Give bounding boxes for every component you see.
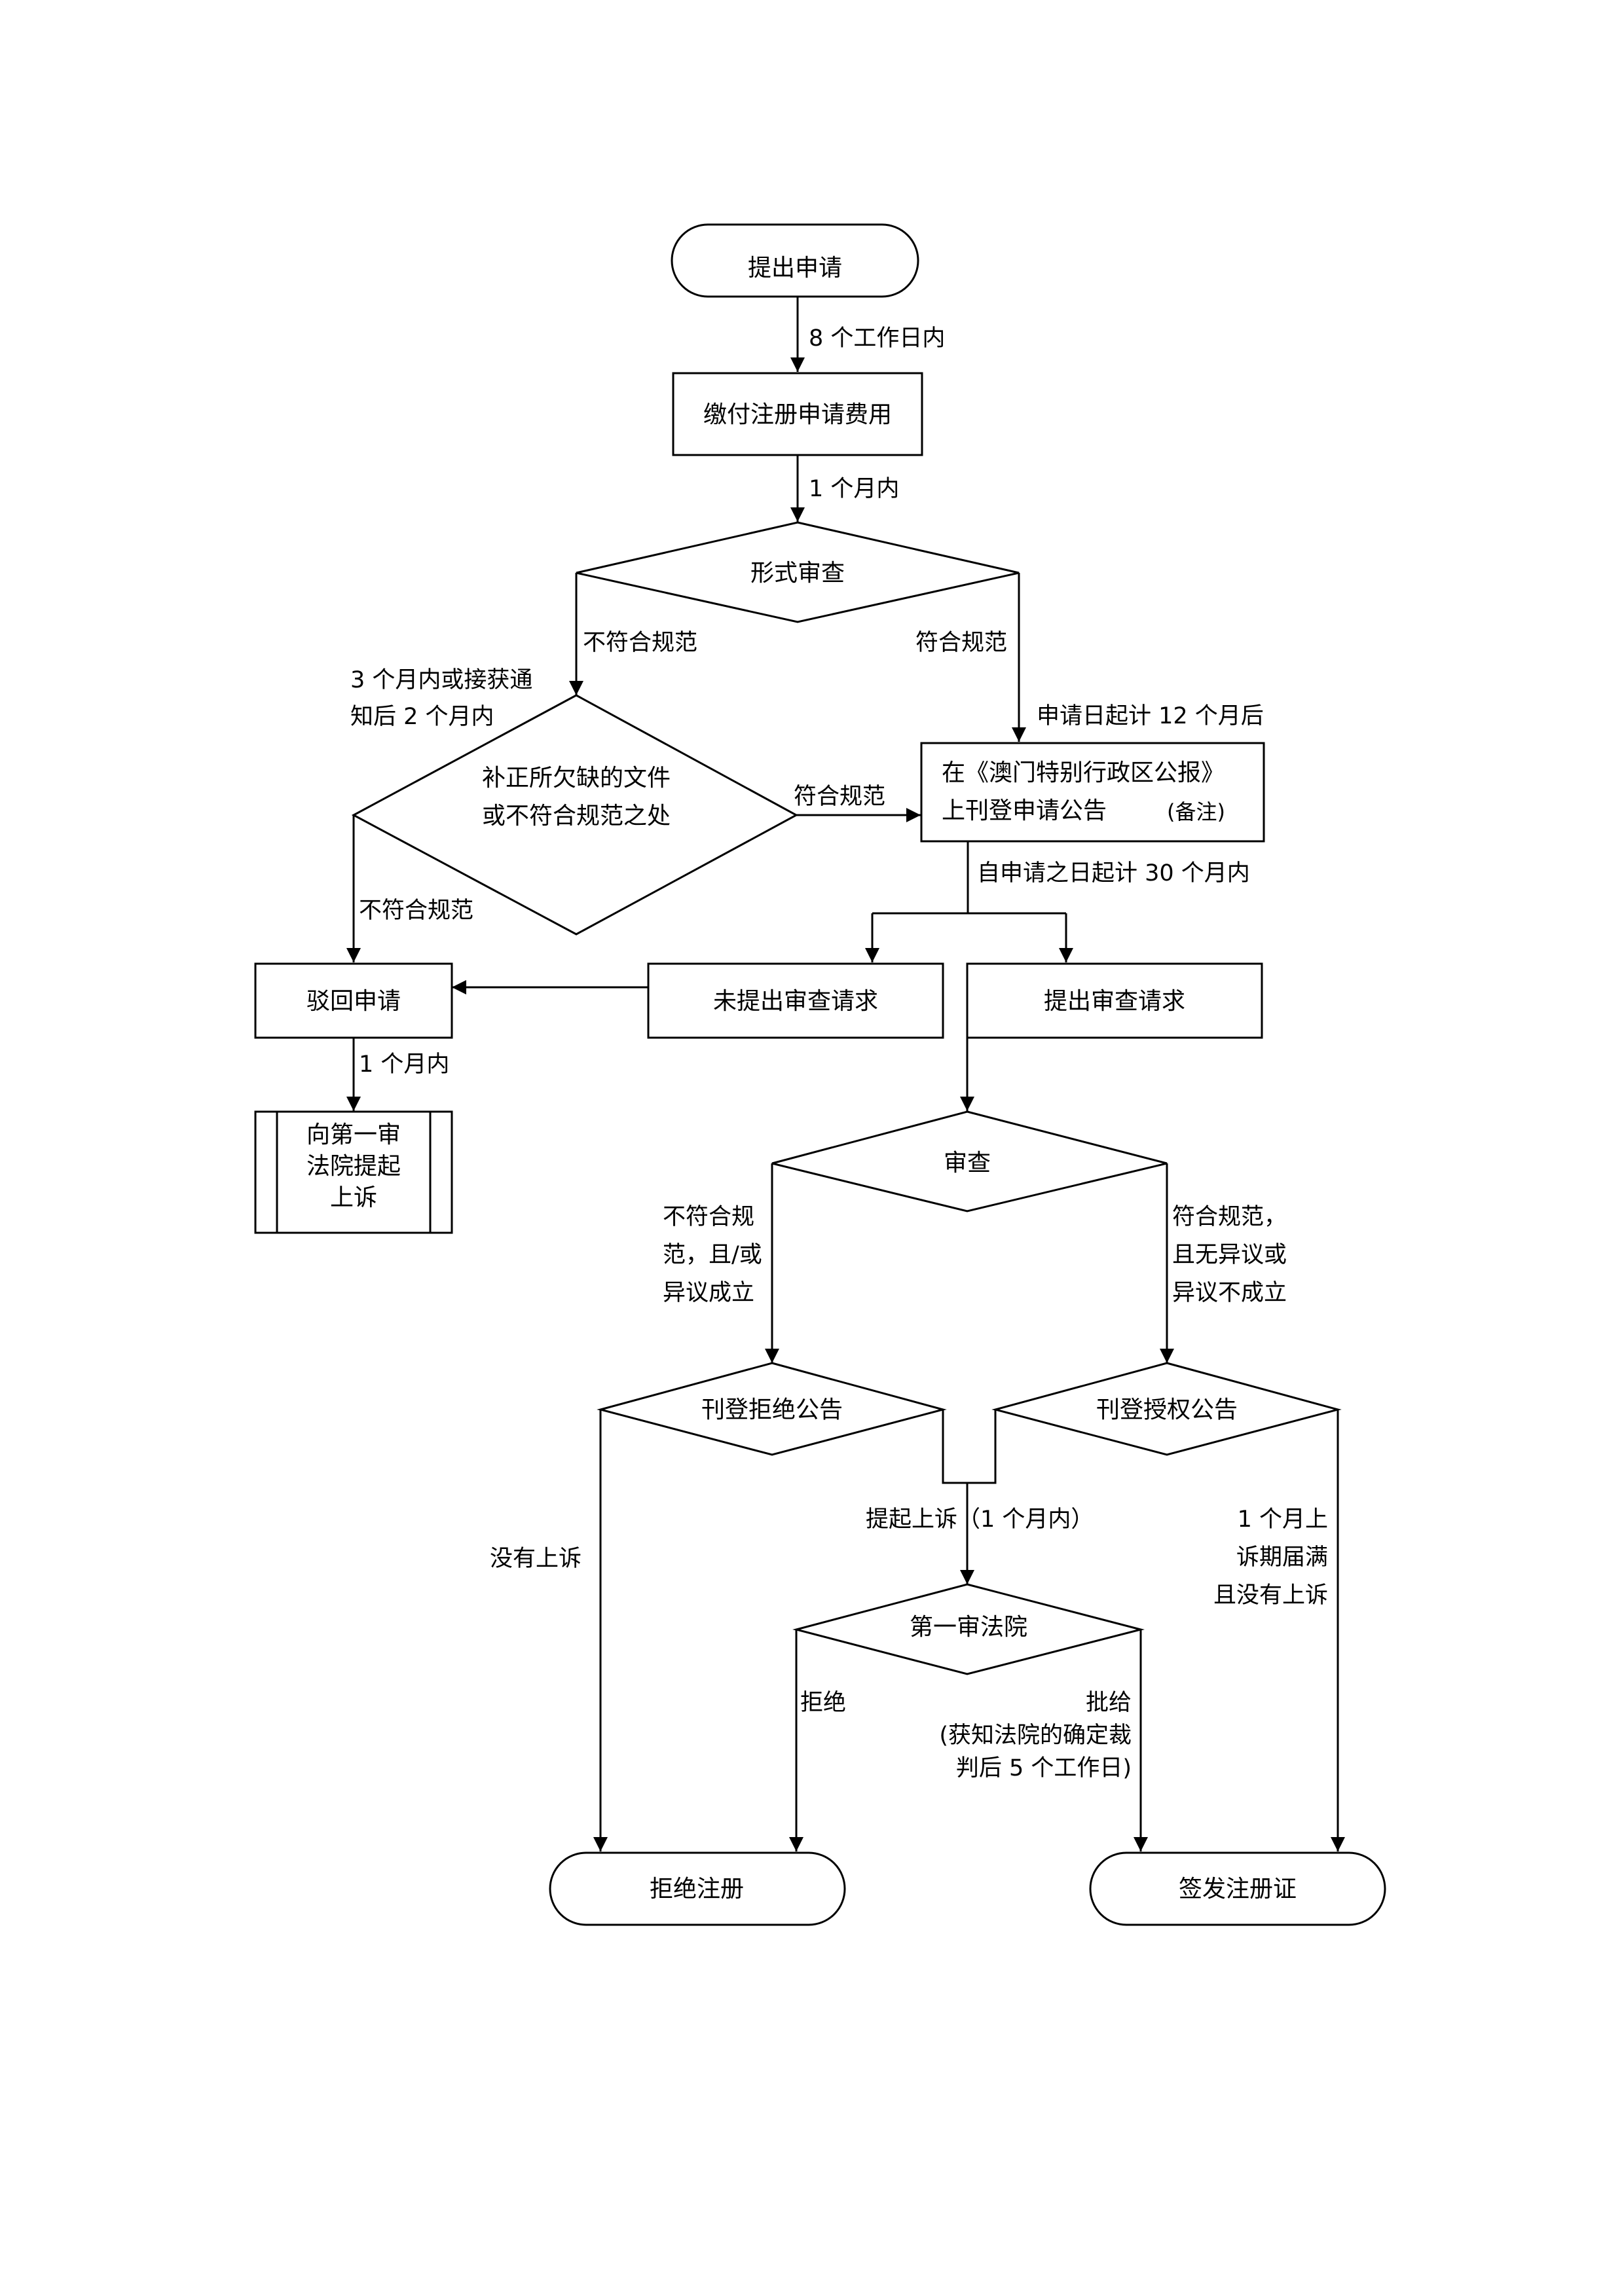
text-line: 判后 5 个工作日) (956, 1755, 1132, 1781)
text-line: 形式审查 (750, 560, 845, 587)
text-line: 且无异议或 (1172, 1242, 1287, 1268)
subprocess-appeal-court (254, 1110, 453, 1234)
label-publish-grant: 刊登授权公告 (1096, 1396, 1238, 1423)
terminal-issue-certificate (1089, 1851, 1386, 1926)
connector-appeal-merge (942, 1410, 997, 1484)
label-reject-application: 驳回申请 (306, 988, 401, 1015)
text-line: 知后 2 个月内 (350, 704, 494, 730)
text-line: 1 个月上 (1238, 1506, 1328, 1533)
text-line: 批给 (1086, 1690, 1132, 1716)
text-line: 拒绝注册 (650, 1876, 744, 1903)
edge-label-8-days: 8 个工作日内 (809, 325, 945, 352)
edge-label-refused: 拒绝 (800, 1690, 846, 1716)
terminal-refuse-registration (549, 1851, 846, 1926)
label-issue-certificate: 签发注册证 (1179, 1876, 1297, 1903)
text-line: 在《澳门特别行政区公报》 (942, 759, 1225, 786)
edge-label-appeal: 提起上诉（1 个月内） (866, 1506, 1094, 1533)
label-formal-exam: 形式审查 (750, 560, 845, 587)
edge-label-30-months: 自申请之日起计 30 个月内 (977, 860, 1250, 886)
text-line: 诉期届满 (1236, 1544, 1328, 1571)
edge-label-noncompliant-a: 不符合规范 (583, 630, 697, 656)
text-line: 8 个工作日内 (809, 325, 945, 352)
terminal-start (671, 223, 919, 298)
edge-label-expired: 1 个月上诉期届满且没有上诉 (1213, 1506, 1328, 1609)
text-line: 提起上诉（1 个月内） (866, 1506, 1094, 1533)
text-line: 提出审查请求 (1044, 988, 1185, 1015)
decision-exam (771, 1110, 1168, 1212)
label-correct: 补正所欠缺的文件或不符合规范之处 (482, 765, 671, 829)
process-publish-application (920, 742, 1265, 843)
edge-label-12-months: 申请日起计 12 个月后 (1037, 703, 1264, 729)
text-line: 拒绝 (800, 1690, 846, 1716)
text-line: 不符合规范 (359, 898, 473, 924)
label-publish-reject: 刊登拒绝公告 (701, 1396, 843, 1423)
text-line: 未提出审查请求 (713, 988, 878, 1015)
edge-label-1-month-b: 1 个月内 (359, 1051, 449, 1078)
edge-label-granted: 批给 (获知法院的确定裁判后 5 个工作日) (939, 1690, 1132, 1781)
label-no-request: 未提出审查请求 (713, 988, 878, 1015)
text-line: 或不符合规范之处 (482, 803, 671, 829)
decision-first-court (792, 1583, 1145, 1675)
process-pay-fee (672, 372, 923, 456)
text-line: 不符合规范 (583, 630, 697, 656)
text-line: 签发注册证 (1179, 1876, 1297, 1903)
label-publish-application: 在《澳门特别行政区公报》上刊登申请公告 (942, 759, 1225, 824)
text-line: 不符合规 (663, 1204, 754, 1230)
text-line: (获知法院的确定裁 (939, 1722, 1132, 1749)
text-line: 上诉 (330, 1184, 377, 1211)
text-line: 申请日起计 12 个月后 (1037, 703, 1264, 729)
shapes (254, 223, 1386, 1926)
text-line: 缴付注册申请费用 (703, 401, 892, 428)
text-line: 刊登拒绝公告 (701, 1396, 843, 1423)
text-line: 符合规范 (915, 630, 1007, 656)
text-line: 符合规范 (794, 784, 885, 810)
text-line: 1 个月内 (809, 476, 899, 502)
text-line: 范，且/或 (663, 1242, 762, 1268)
label-pay-fee: 缴付注册申请费用 (703, 401, 892, 428)
edge-label-compliant-a: 符合规范 (915, 630, 1007, 656)
text-line: 3 个月内或接获通 (350, 667, 532, 693)
text-line: 自申请之日起计 30 个月内 (977, 860, 1250, 886)
text-line: 异议不成立 (1172, 1280, 1287, 1306)
text-line: 1 个月内 (359, 1051, 449, 1078)
label-exam: 审查 (944, 1150, 991, 1176)
edge-labels: 8 个工作日内 1 个月内 不符合规范 符合规范 3 个月内或接获通知后 2 个… (350, 325, 1328, 1781)
edge-label-exam-pass: 符合规范， 且无异议或异议不成立 (1172, 1204, 1287, 1306)
text-line: 且没有上诉 (1213, 1582, 1328, 1609)
text-line: 刊登授权公告 (1096, 1396, 1238, 1423)
connectors (346, 297, 1345, 1851)
text-line: 符合规范， (1172, 1204, 1287, 1230)
process-no-request (647, 962, 944, 1039)
edge-label-1-month-a: 1 个月内 (809, 476, 899, 502)
text-line: 第一审法院 (910, 1614, 1027, 1641)
text-line: 上刊登申请公告 (942, 797, 1107, 824)
decision-correct (351, 694, 799, 936)
process-reject-application (254, 962, 453, 1039)
text-line: 法院提起 (306, 1153, 401, 1180)
label-refuse-registration: 拒绝注册 (650, 1876, 744, 1903)
text-line: 驳回申请 (306, 988, 401, 1015)
label-request: 提出审查请求 (1044, 988, 1185, 1015)
text-line: 没有上诉 (490, 1546, 581, 1572)
node-labels: 提出申请 缴付注册申请费用 形式审查 补正所欠缺的文件或不符合规范之处 在《澳门… (306, 255, 1297, 1903)
edge-label-noncompliant-b: 不符合规范 (359, 898, 473, 924)
text-line: 向第一审 (306, 1121, 401, 1148)
decision-publish-grant (991, 1362, 1342, 1456)
edge-label-3-months: 3 个月内或接获通知后 2 个月内 (350, 667, 532, 730)
text-line: 审查 (944, 1150, 991, 1176)
label-publish-note: (备注) (1167, 799, 1225, 824)
decision-formal-exam (576, 521, 1020, 623)
edge-label-compliant-b: 符合规范 (794, 784, 885, 810)
text-line: 异议成立 (663, 1280, 754, 1306)
edge-label-exam-fail: 不符合规范，且/或异议成立 (663, 1204, 762, 1306)
text-line: 提出申请 (748, 255, 842, 282)
label-appeal-court: 向第一审法院提起上诉 (306, 1121, 401, 1211)
text-line: 补正所欠缺的文件 (482, 765, 671, 792)
label-start: 提出申请 (748, 255, 842, 282)
decision-publish-reject (597, 1362, 947, 1456)
edge-label-no-appeal: 没有上诉 (490, 1546, 581, 1572)
label-first-court: 第一审法院 (910, 1614, 1027, 1641)
process-request (966, 962, 1263, 1039)
